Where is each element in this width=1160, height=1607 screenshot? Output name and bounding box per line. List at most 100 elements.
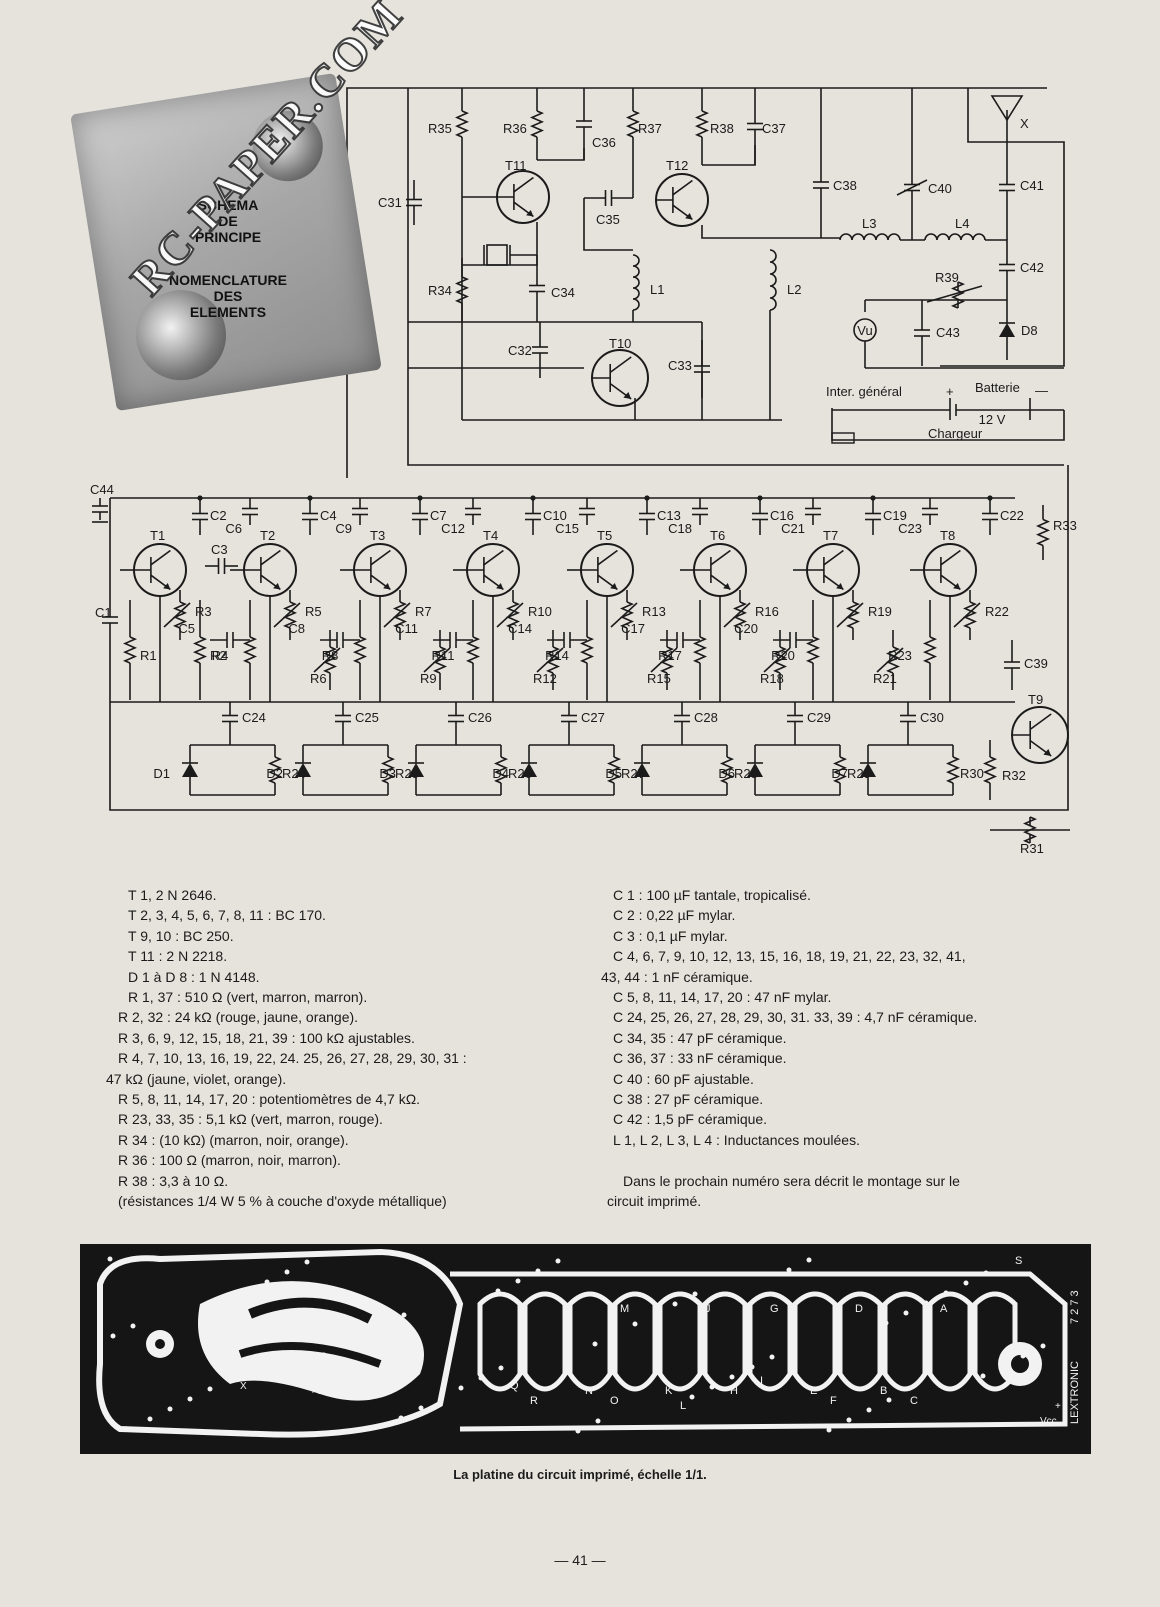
list-line: R 36 : 100 Ω (marron, noir, marron). [118,1152,341,1169]
resistor-symbol [732,601,748,629]
figure-caption: La platine du circuit imprimé, échelle 1… [453,1467,707,1482]
component-label: R7 [415,604,432,619]
resistor-symbol [719,756,735,784]
pcb-letter: F [830,1395,837,1407]
component-list-right: C 1 : 100 µF tantale, tropicalisé.C 2 : … [601,885,1073,1212]
component-label: C28 [694,710,718,725]
transistor-arrow [610,583,618,590]
list-line: T 1, 2 N 2646. [128,887,217,903]
pcb-via [575,1428,581,1434]
pcb-via [806,1257,812,1263]
component-label: — [1035,383,1048,398]
component-label: R21 [873,671,897,686]
component-label: L4 [955,216,969,231]
transistor-arrow [526,210,534,217]
component-label: R16 [755,604,779,619]
component-label: R22 [985,604,1009,619]
wire [862,410,1065,441]
resistor-symbol [606,756,622,784]
pcb-via [381,1322,387,1328]
pcb-via [495,1288,501,1294]
wire [940,88,1065,367]
pcb-letter: I [760,1375,763,1387]
pcb-letter: R [530,1395,538,1407]
resistor-symbol [432,646,448,674]
resistor-symbol [352,636,368,664]
adjust-arrow [650,647,678,673]
component-label: D7 [831,766,848,781]
pcb-via [110,1333,116,1339]
pcb-via [167,1406,173,1412]
component-label: R31 [1020,841,1044,856]
antenna-symbol [990,95,1024,122]
pcb-pad-label: + [1055,1401,1061,1412]
list-line: D 1 à D 8 : 1 N 4148. [128,968,260,985]
pcb-letter: N [585,1385,593,1397]
pcb-trace [612,1291,658,1392]
junction-dot [417,495,423,501]
diode-symbol [408,763,424,777]
list-line: R 3, 6, 9, 12, 15, 18, 21, 39 : 100 kΩ a… [118,1029,415,1046]
resistor-symbol [454,110,470,138]
list-line: C 5, 8, 11, 14, 17, 20 : 47 nF mylar. [613,989,832,1006]
component-label: C11 [395,621,418,636]
component-label: L1 [650,282,664,297]
switch-symbol [831,432,855,444]
pcb-letter: J [705,1303,711,1315]
pcb-via [1000,1363,1006,1369]
pcb-letter: P [565,1303,572,1315]
component-label: C3 [211,542,228,557]
resistor-symbol [945,756,961,784]
transistor-symbol [672,179,693,196]
wire [462,222,538,266]
pcb-letter: B [880,1385,887,1397]
vu-label: Vu [857,323,872,338]
pcb-letter: G [770,1303,779,1315]
component-label: R3 [195,604,212,619]
list-line [613,1150,1073,1170]
component-label: C37 [762,121,786,136]
pcb-trace [702,1291,748,1392]
component-label: C24 [242,710,266,725]
component-label: R36 [503,121,527,136]
pcb-via [689,1394,695,1400]
component-label: C43 [936,325,960,340]
inductor-symbol [924,233,986,241]
resistor-symbol [950,281,966,309]
component-label: R35 [428,121,452,136]
component-label: C7 [430,508,447,523]
transistor-arrow [953,583,961,590]
list-line: C 40 : 60 pF ajustable. [613,1070,754,1087]
list-line: C 24, 25, 26, 27, 28, 29, 30, 31. 33, 39… [613,1009,978,1026]
adjust-arrow [896,179,928,196]
page-number: — 41 — [554,1552,606,1568]
component-label: L3 [862,216,876,231]
pcb-trace [837,1291,883,1392]
resistor-symbol [267,756,283,784]
component-label: C16 [770,508,794,523]
component-label: C18 [668,521,692,536]
pcb-via [244,1289,250,1295]
resistor-symbol [619,601,635,629]
component-label: R32 [1002,768,1026,783]
pcb-trace [567,1291,613,1392]
component-label: R5 [305,604,322,619]
pcb-ref: 7 2 7 3 [1069,1290,1081,1324]
component-label: T5 [597,528,612,543]
component-label: Inter. général [826,384,902,399]
component-label: R12 [533,671,557,686]
pcb-trace [657,1291,703,1392]
component-label: T4 [483,528,498,543]
list-line: C 38 : 27 pF céramique. [613,1091,764,1108]
component-label: C42 [1020,260,1044,275]
component-label: R15 [647,671,671,686]
list-line: 43, 44 : 1 nF céramique. [601,968,753,985]
transistor-symbol [370,549,391,566]
component-label: X [1020,116,1029,131]
pcb-via [187,1396,193,1402]
pcb-via [786,1267,792,1273]
resistor-symbol [659,646,675,674]
wire [109,465,1069,811]
component-label: R37 [638,121,662,136]
list-line: R 5, 8, 11, 14, 17, 20 : potentiomètres … [118,1091,421,1108]
